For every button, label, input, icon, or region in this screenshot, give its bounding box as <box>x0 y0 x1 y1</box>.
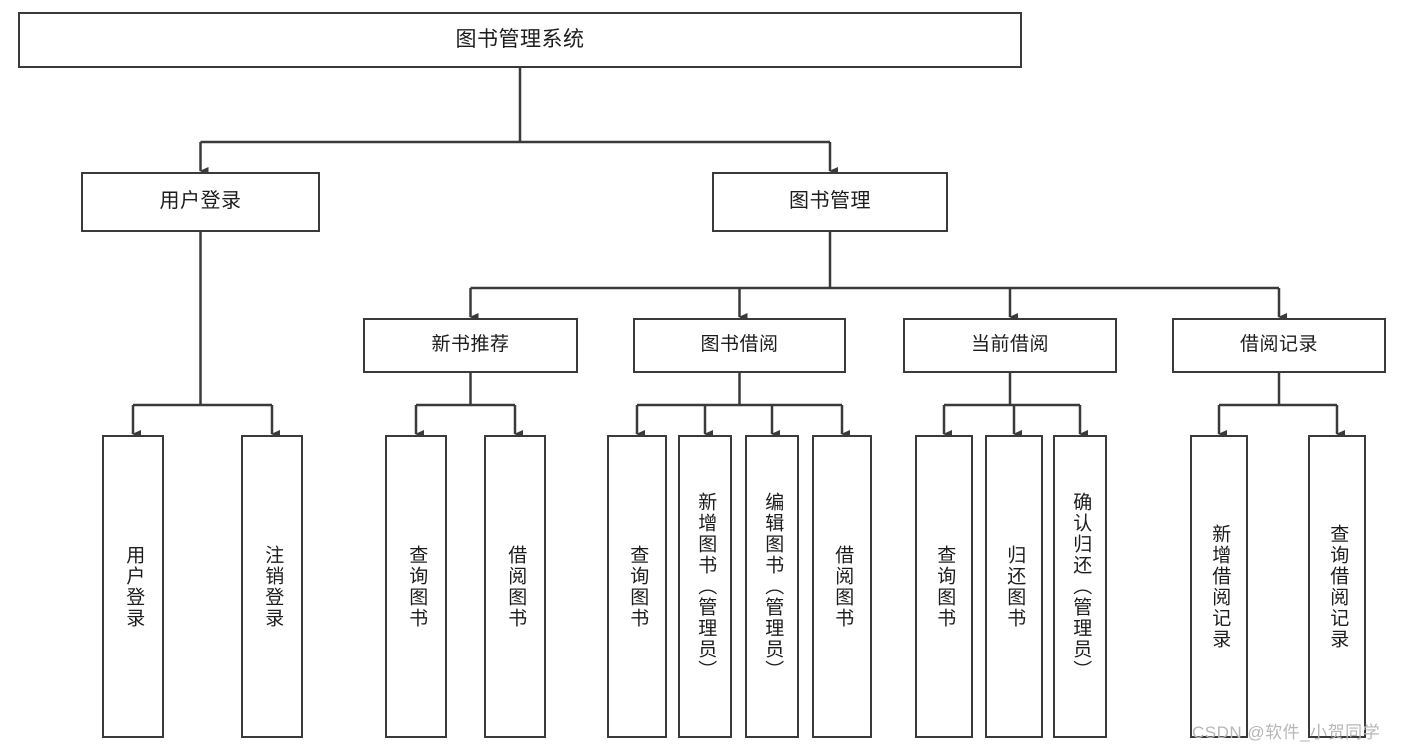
node-l1-user-login[interactable]: 用户登录 <box>81 172 320 232</box>
node-label: 确认归还（管理员） <box>1070 492 1092 681</box>
node-l2-current-borrow[interactable]: 当前借阅 <box>903 318 1117 373</box>
node-l2-new-book-rec[interactable]: 新书推荐 <box>363 318 578 373</box>
node-label: 当前借阅 <box>970 334 1049 356</box>
node-l3-add-record[interactable]: 新增借阅记录 <box>1190 435 1248 738</box>
node-label: 注销登录 <box>262 544 284 629</box>
node-label: 新增图书（管理员） <box>695 492 717 681</box>
node-l3-borrow-book-a[interactable]: 借阅图书 <box>484 435 546 738</box>
node-l1-book-mgmt[interactable]: 图书管理 <box>712 172 948 232</box>
node-l2-borrow-record[interactable]: 借阅记录 <box>1172 318 1386 373</box>
node-label: 新增借阅记录 <box>1209 523 1231 650</box>
node-l3-user-login[interactable]: 用户登录 <box>102 435 164 738</box>
node-label: 借阅记录 <box>1239 334 1318 356</box>
node-l3-query-book-a[interactable]: 查询图书 <box>385 435 447 738</box>
node-l3-borrow-book-b[interactable]: 借阅图书 <box>812 435 872 738</box>
node-label: 图书管理系统 <box>455 27 585 51</box>
node-label: 查询图书 <box>406 544 428 629</box>
node-l3-add-book[interactable]: 新增图书（管理员） <box>678 435 732 738</box>
node-l2-book-borrow[interactable]: 图书借阅 <box>633 318 846 373</box>
node-l3-confirm-return[interactable]: 确认归还（管理员） <box>1053 435 1107 738</box>
node-label: 图书借阅 <box>700 334 779 356</box>
node-label: 查询图书 <box>934 544 956 629</box>
node-label: 归还图书 <box>1004 544 1026 629</box>
node-l3-query-record[interactable]: 查询借阅记录 <box>1308 435 1366 738</box>
node-root[interactable]: 图书管理系统 <box>18 12 1022 68</box>
node-l3-return-book[interactable]: 归还图书 <box>985 435 1043 738</box>
edges-group <box>131 68 1345 438</box>
node-l3-user-logout[interactable]: 注销登录 <box>241 435 303 738</box>
node-label: 用户登录 <box>123 544 145 629</box>
node-l3-query-book-b[interactable]: 查询图书 <box>607 435 667 738</box>
node-label: 查询图书 <box>627 544 649 629</box>
node-label: 新书推荐 <box>431 334 510 356</box>
node-label: 借阅图书 <box>505 544 527 629</box>
node-l3-query-book-c[interactable]: 查询图书 <box>915 435 973 738</box>
node-label: 借阅图书 <box>832 544 854 629</box>
node-label: 用户登录 <box>159 190 242 213</box>
node-label: 图书管理 <box>789 190 871 213</box>
node-label: 编辑图书（管理员） <box>762 492 784 681</box>
node-label: 查询借阅记录 <box>1327 523 1349 650</box>
node-l3-edit-book[interactable]: 编辑图书（管理员） <box>745 435 799 738</box>
